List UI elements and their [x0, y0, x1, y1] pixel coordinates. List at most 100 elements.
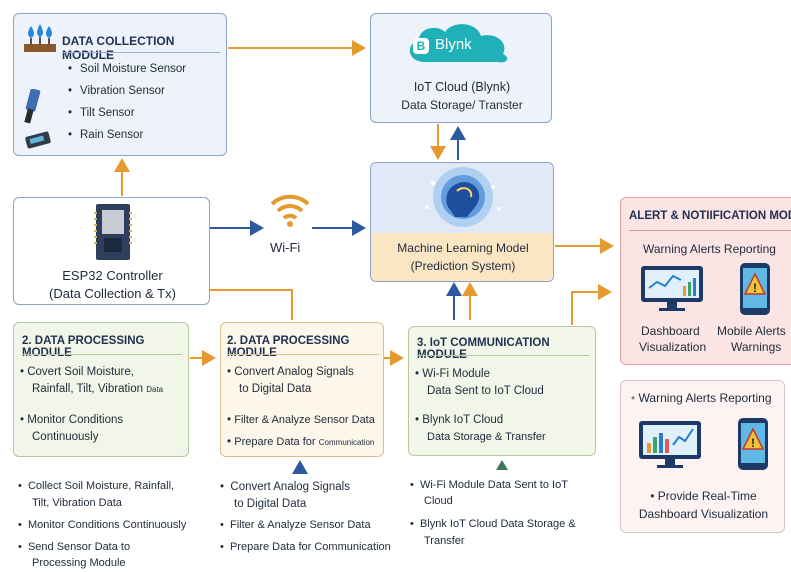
warning-alerts-item: • Warning Alerts Reporting	[631, 391, 772, 406]
data-processing-module-2: 2. DATA PROCESSING MODULE • Convert Anal…	[220, 322, 384, 457]
note-text: Collect Soil Moisture, Rainfall,	[27, 480, 175, 492]
proc1-item2b: Continuously	[32, 431, 99, 443]
proc2-item-3: • Prepare Data for Communication	[227, 435, 383, 450]
proc2-item2a: Filter & Analyze Sensor Data	[234, 414, 375, 426]
dashboard-label-2: Visualization	[639, 340, 707, 354]
proc2-item3b: Communication	[318, 438, 375, 447]
list-item: Vibration Sensor	[66, 84, 186, 99]
bullet-dot: •	[410, 479, 420, 491]
note-line: • Filter & Analyze Sensor Data	[220, 518, 405, 533]
comm-title: 3. IoT COMMUNICATION MODULE	[417, 337, 550, 361]
proc1-item1a: Covert Soil Moisture,	[27, 366, 134, 378]
warning-alerts-text: Warning Alerts Reporting	[638, 391, 772, 405]
comm-item1b: Data Sent to IoT Cloud	[427, 385, 544, 397]
bullet-dot: •	[227, 414, 235, 426]
note-text: Filter & Analyze Sensor Data	[229, 519, 371, 531]
note-line: • Convert Analog Signals	[220, 480, 405, 495]
proc2-item-2: • Filter & Analyze Sensor Data	[227, 413, 383, 428]
title-underline	[227, 354, 379, 355]
dashboard-monitor-icon	[639, 264, 705, 312]
proc1-item1b: Rainfall, Tilt, Vibration	[32, 383, 144, 395]
bullet-dot: •	[631, 391, 636, 405]
bullet-dot: •	[18, 480, 28, 492]
note-text: Convert Analog Signals	[230, 481, 350, 493]
proc1-item-1: • Covert Soil Moisture, Rainfall, Tilt, …	[20, 365, 186, 397]
continuation-line: Continuously	[20, 430, 186, 445]
note-line: Processing Module	[32, 557, 126, 569]
bullet-line: • Convert Analog Signals	[227, 365, 383, 380]
ai-brain-icon	[371, 163, 553, 233]
ml-line2: (Prediction System)	[410, 259, 516, 273]
warning-caption-2: Dashboard Visualization	[638, 507, 769, 521]
dashboard-monitor-icon	[637, 419, 703, 469]
title-underline	[62, 52, 220, 53]
ml-line1: Machine Learning Model	[397, 241, 529, 255]
bullet-dot: •	[20, 414, 28, 426]
proc1-item1c: Data	[146, 385, 164, 394]
continuation-line: to Digital Data	[227, 382, 383, 397]
notes-column-2: • Convert Analog Signals to Digital Data…	[220, 480, 405, 555]
proc1-title: 2. DATA PROCESSING MODULE	[22, 335, 145, 359]
mobile-label-2: Warnings	[731, 340, 782, 354]
proc2-item1a: Convert Analog Signals	[234, 366, 354, 378]
svg-text:!: !	[751, 436, 755, 450]
warning-alerts-box: • Warning Alerts Reporting ! • Provide R…	[620, 380, 785, 533]
esp32-chip-icon	[94, 204, 132, 260]
bullet-dot: •	[220, 519, 230, 531]
alert-title: ALERT & NOTIIFICATION MODULE	[629, 210, 791, 222]
proc1-item-2: • Monitor Conditions Continuously	[20, 413, 186, 445]
bullet-dot: •	[220, 541, 230, 553]
continuation-line: Data Sent to IoT Cloud	[415, 384, 591, 399]
blynk-brand: Blynk	[435, 36, 472, 53]
proc2-title: 2. DATA PROCESSING MODULE	[227, 335, 350, 359]
continuation-line: Rainfall, Tilt, Vibration Data	[20, 382, 186, 397]
list-item: Tilt Sensor	[66, 106, 186, 121]
triangle-notes3	[496, 460, 508, 470]
note-line: Tilt, Vibration Data	[32, 497, 122, 509]
bullet-line: • Monitor Conditions	[20, 413, 186, 428]
comm-item2b: Data Storage & Transfer	[427, 431, 546, 443]
bullet-dot: •	[18, 519, 28, 531]
bullet-line: • Wi-Fi Module	[415, 367, 591, 382]
alert-notification-module: ALERT & NOTIIFICATION MODULE Warning Ale…	[620, 197, 791, 365]
rain-sensor-icon	[24, 130, 54, 150]
list-item: Soil Moisture Sensor	[66, 62, 186, 77]
note-line: • Send Sensor Data to	[18, 540, 218, 555]
note-text: Monitor Conditions Continuously	[27, 519, 187, 531]
wifi-label: Wi-Fi	[270, 240, 301, 255]
bullet-dot: •	[220, 481, 231, 493]
bullet-dot: •	[415, 414, 423, 426]
esp32-controller-box: ESP32 Controller (Data Collection & Tx)	[13, 197, 210, 305]
note-text: Wi-Fi Module Data Sent to IoT	[419, 479, 568, 491]
sensor-rack-icon	[22, 22, 58, 56]
cloud-icon	[397, 20, 527, 66]
bullet-dot: •	[415, 368, 423, 380]
data-processing-module-1: 2. DATA PROCESSING MODULE • Covert Soil …	[13, 322, 189, 457]
data-collection-module: DATA COLLECTION MODULE Soil Moisture Sen…	[13, 13, 227, 156]
note-line: • Collect Soil Moisture, Rainfall,	[18, 479, 218, 494]
data-collection-title: DATA COLLECTION MODULE	[62, 34, 175, 62]
mobile-alert-icon: !	[739, 262, 771, 316]
notes-column-1: • Collect Soil Moisture, Rainfall, Tilt,…	[18, 479, 218, 571]
iot-communication-module: 3. IoT COMMUNICATION MODULE • Wi-Fi Modu…	[408, 326, 596, 456]
bullet-line: • Blynk IoT Cloud	[415, 413, 591, 428]
continuation-line: Data Storage & Transfer	[415, 430, 591, 445]
ml-label-band	[371, 233, 553, 281]
warning-caption-1: • Provide Real-Time	[650, 489, 757, 503]
mobile-alert-icon: !	[737, 417, 769, 471]
esp32-line2: (Data Collection & Tx)	[49, 286, 176, 301]
esp32-line1: ESP32 Controller	[62, 268, 163, 283]
arrow-esp32-to-proc2	[210, 289, 293, 320]
proc2-item-1: • Convert Analog Signals to Digital Data	[227, 365, 383, 397]
title-underline	[22, 354, 182, 355]
vibration-sensor-icon	[22, 89, 42, 125]
notes-column-3: • Wi-Fi Module Data Sent to IoT Cloud • …	[410, 478, 600, 549]
note-text: Send Sensor Data to	[27, 541, 131, 553]
comm-item1a: Wi-Fi Module	[422, 368, 490, 380]
bullet-dot: •	[227, 366, 235, 378]
proc2-item3a: Prepare Data for	[234, 436, 316, 448]
proc2-item1b: to Digital Data	[239, 383, 312, 395]
bullet-dot: •	[18, 541, 28, 553]
title-underline	[629, 230, 791, 231]
